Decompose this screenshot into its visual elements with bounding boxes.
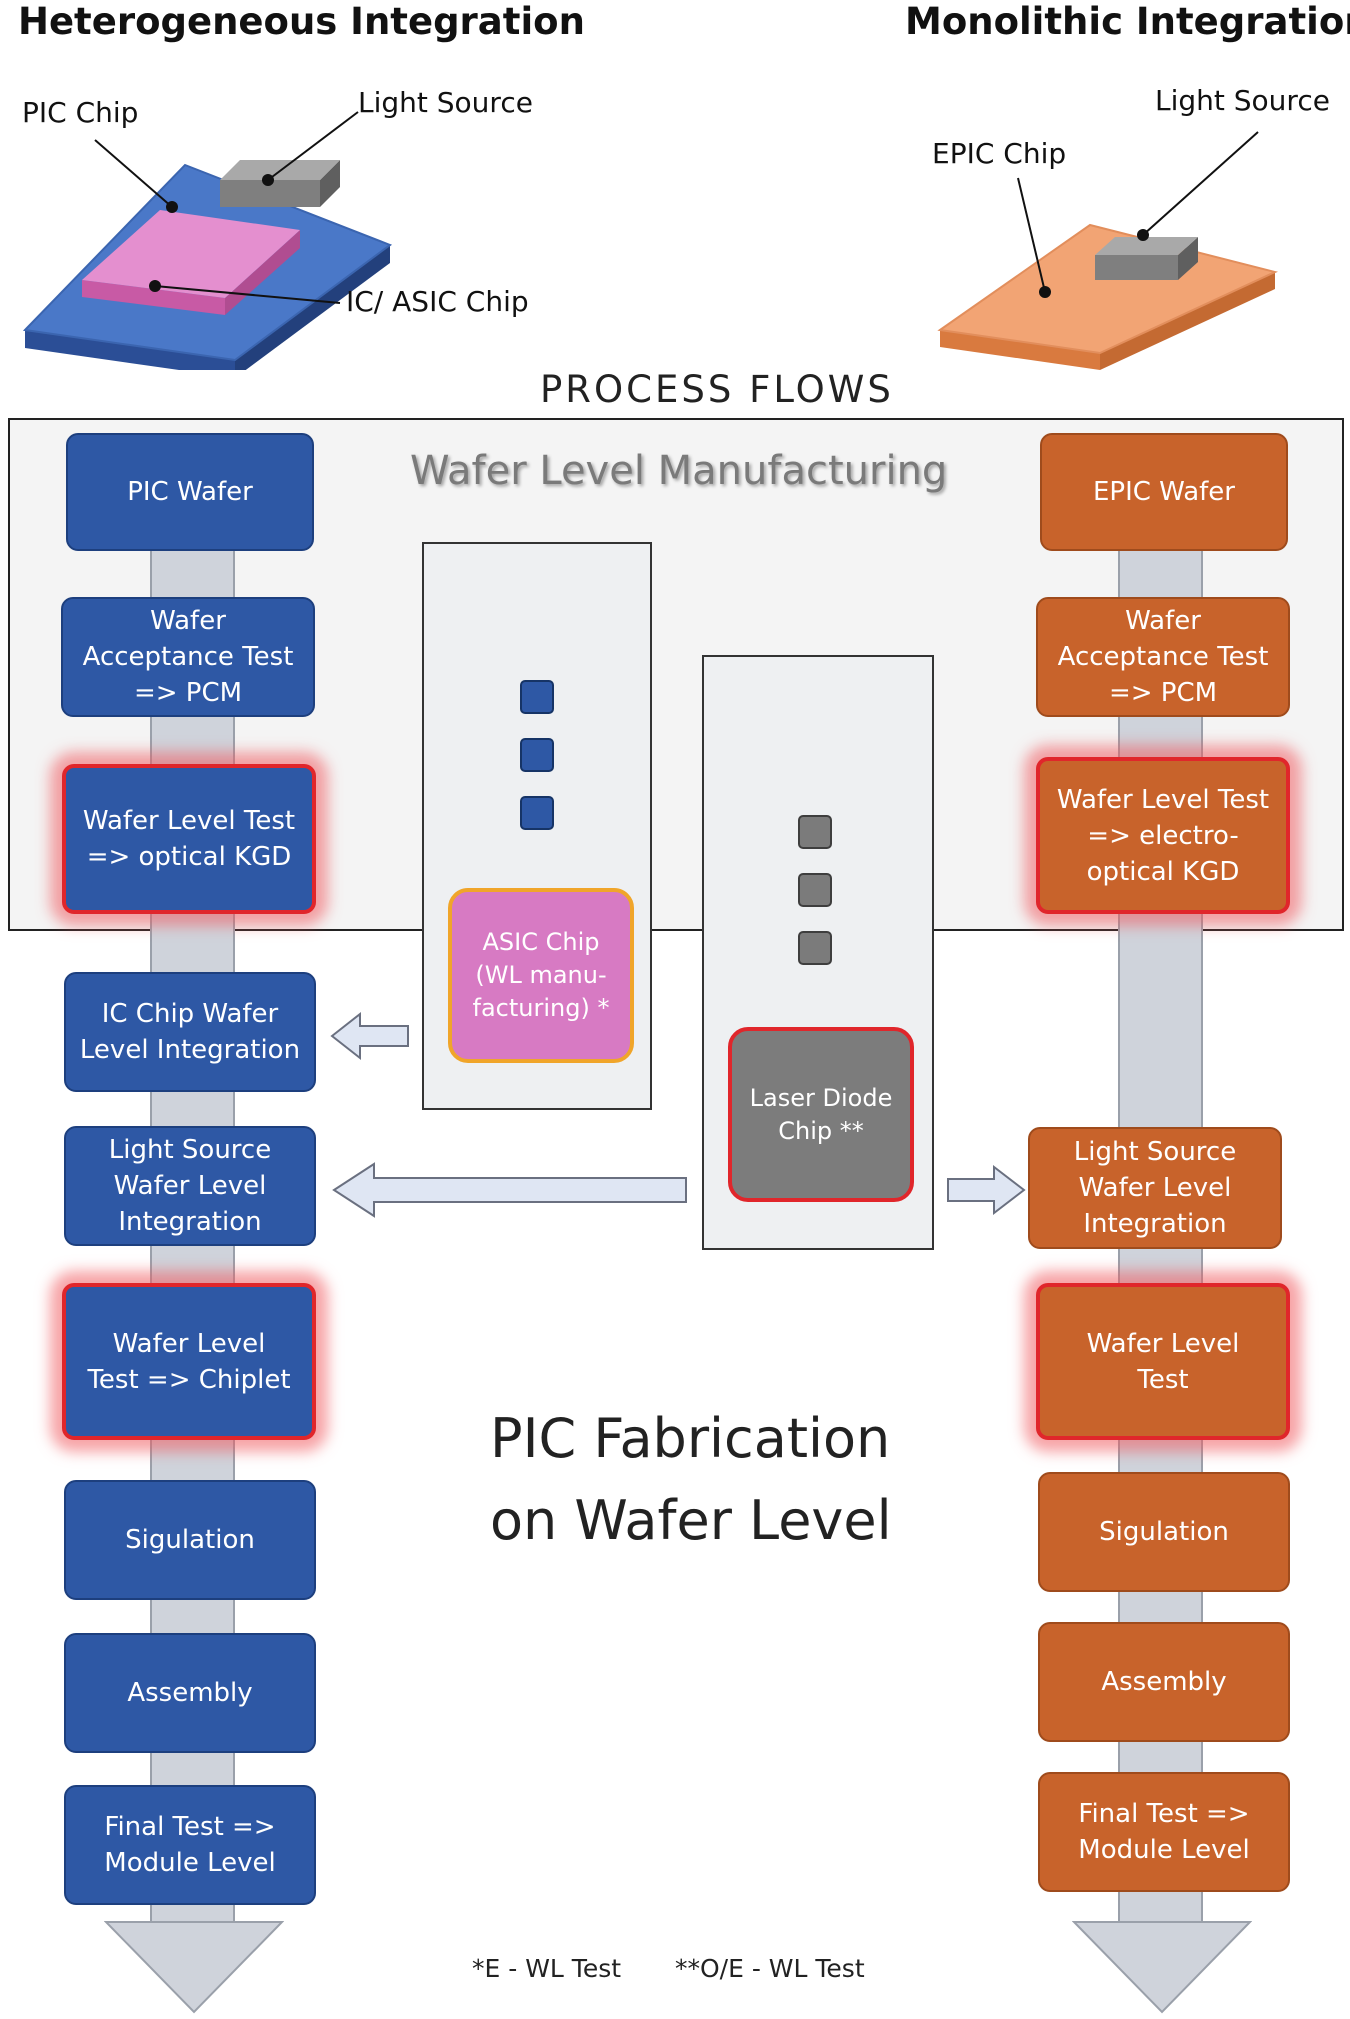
laser-diode-chip-box: Laser Diode Chip ** <box>728 1027 914 1202</box>
pic-chip-board-right <box>235 245 390 370</box>
assembly-step-right: Assembly <box>1038 1622 1290 1742</box>
wafer-level-test-chiplet-step: Wafer Level Test => Chiplet <box>62 1283 316 1440</box>
wafer-level-manufacturing-title: Wafer Level Manufacturing <box>410 448 948 494</box>
light-source-block-front <box>220 180 320 207</box>
asic-die-square <box>520 738 554 772</box>
laser-die-square <box>798 815 832 849</box>
wafer-level-test-electro-optical-kgd-step: Wafer Level Test => electro- optical KGD <box>1036 757 1290 914</box>
monolithic-illustration <box>937 131 1278 370</box>
asic-die-square <box>520 796 554 830</box>
asic-chip-block-top <box>82 210 300 298</box>
light-source-label-right: Light Source <box>1155 84 1330 117</box>
sigulation-step-right: Sigulation <box>1038 1472 1290 1592</box>
light-source-label-left: Light Source <box>358 86 533 119</box>
wafer-level-test-step-right: Wafer Level Test <box>1036 1283 1290 1440</box>
light-source-block-right <box>320 160 340 207</box>
light-source-block-right-right <box>1178 237 1198 280</box>
ic-chip-wafer-level-integration-step: IC Chip Wafer Level Integration <box>64 972 316 1092</box>
heterogeneous-illustration <box>22 111 393 370</box>
pic-chip-board-side <box>25 330 235 370</box>
epic-chip-board-side <box>940 330 1100 370</box>
footnote-e-wl-test: *E - WL Test <box>472 1954 622 1983</box>
final-test-module-level-step-left: Final Test => Module Level <box>64 1785 316 1905</box>
sigulation-step-left: Sigulation <box>64 1480 316 1600</box>
pic-wafer-step: PIC Wafer <box>66 433 314 551</box>
wafer-level-test-optical-kgd-step: Wafer Level Test => optical KGD <box>62 764 316 914</box>
asic-die-square <box>520 680 554 714</box>
assembly-step-left: Assembly <box>64 1633 316 1753</box>
light-source-block-top-right <box>1095 237 1198 255</box>
laser-die-square <box>798 873 832 907</box>
laser-to-right-flow-arrow <box>947 1165 1026 1215</box>
epic-chip-label: EPIC Chip <box>932 137 1067 170</box>
laser-to-left-flow-arrow <box>332 1162 687 1218</box>
light-source-wafer-level-integration-step-right: Light Source Wafer Level Integration <box>1028 1127 1282 1249</box>
pic-chip-label: PIC Chip <box>22 96 139 129</box>
left-flow-down-arrow <box>104 1921 284 2014</box>
pic-fabrication-on-wafer-level-text: PIC Fabrication on Wafer Level <box>490 1407 892 1552</box>
epic-wafer-step: EPIC Wafer <box>1040 433 1288 551</box>
ic-asic-chip-label: IC/ ASIC Chip <box>346 285 529 318</box>
asic-chip-block-front <box>82 280 225 315</box>
epic-chip-board-right <box>1100 272 1275 370</box>
process-flows-title: PROCESS FLOWS <box>540 368 894 411</box>
asic-to-left-flow-arrow <box>330 1011 409 1061</box>
right-flow-down-arrow <box>1072 1921 1252 2014</box>
light-source-wafer-level-integration-step-left: Light Source Wafer Level Integration <box>64 1126 316 1246</box>
monolithic-integration-heading: Monolithic Integration <box>905 0 1350 43</box>
wafer-acceptance-test-step-right: Wafer Acceptance Test => PCM <box>1036 597 1290 717</box>
heterogeneous-integration-heading: Heterogeneous Integration <box>18 0 585 43</box>
footnote-oe-wl-test: **O/E - WL Test <box>675 1954 865 1983</box>
final-test-module-level-step-right: Final Test => Module Level <box>1038 1772 1290 1892</box>
light-source-block-front-right <box>1095 255 1178 280</box>
wafer-acceptance-test-step-left: Wafer Acceptance Test => PCM <box>61 597 315 717</box>
asic-chip-box: ASIC Chip (WL manu- facturing) * <box>448 888 634 1063</box>
laser-die-square <box>798 931 832 965</box>
